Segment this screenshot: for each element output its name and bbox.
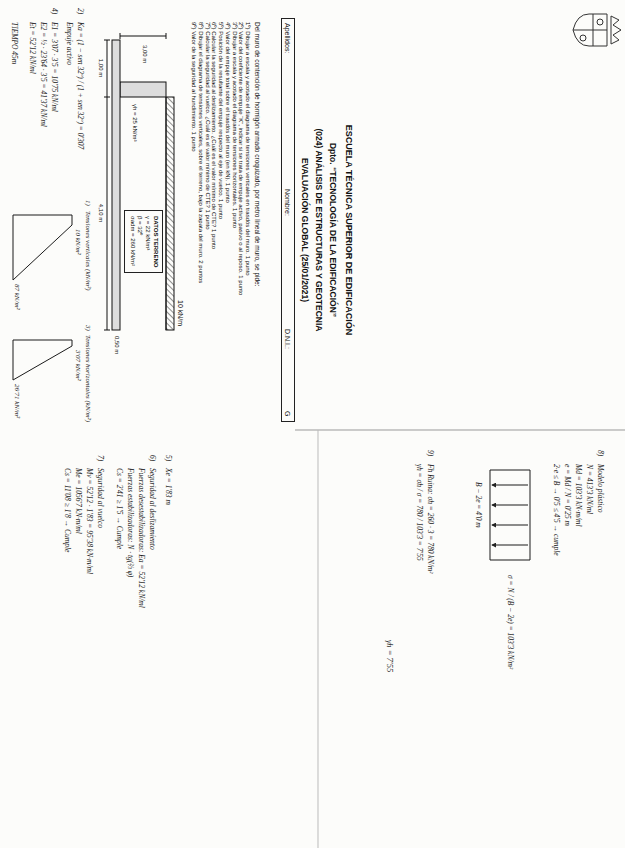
handwritten-note: Seguridad al deslizamiento	[148, 468, 157, 550]
printed-text: 4,10 m	[97, 204, 104, 222]
handwritten-note: σ = N / (B − 2e) = 103'3 kN/m²	[506, 575, 515, 669]
handwritten-note: Cs = 2'41 ≥ 1'5 → Cumple	[115, 468, 124, 549]
printed-text: 1,00 m	[97, 59, 104, 77]
school-crest	[573, 14, 621, 46]
handwritten-note: 6)	[148, 455, 157, 461]
handwritten-note: 8)	[596, 450, 605, 456]
handwritten-note: Tensiones verticales (kN/m²)	[84, 211, 92, 291]
field-label: Apellidos:	[283, 23, 292, 53]
handwritten-note: Mv = 52'12 · 1'83 = 95'38 kN·m/ml	[85, 468, 94, 574]
printed-text: 9º) Valor de la seguridad al hundimiento…	[190, 22, 197, 152]
printed-text: (024) ANÁLISIS DE ESTRUCTURAS Y GEOTECNI…	[314, 129, 324, 332]
printed-text: 4º) Valor del empuje total sobre el tras…	[224, 22, 231, 203]
handwritten-note: Tensiones horizontales (kN/m²)	[84, 335, 92, 422]
handwritten-note: 5)	[164, 455, 173, 461]
handwritten-note: Ka = (1 − sen 32º) / (1 + sen 32º) = 0'3…	[76, 22, 85, 149]
name-field-box: Apellidos: Nombre: D.N.I.: G	[281, 18, 295, 422]
printed-text: 7º) Calcular la seguridad al vuelco. ¿Cu…	[204, 22, 211, 230]
handwritten-note: γh = σh / σ = 780 / 103'3 = 7'55	[415, 464, 424, 561]
printed-text: Del muro de contención de hormigón armad…	[253, 22, 261, 286]
soil-pressure-block	[490, 470, 530, 560]
printed-text: 10 kN/m	[176, 300, 184, 326]
fold-line	[318, 430, 319, 848]
handwritten-note: 2)	[76, 8, 85, 14]
handwritten-note: Xe = 1'83 m	[164, 468, 173, 505]
field-label: D.N.I.:	[283, 329, 292, 349]
printed-text: 6º) Calcular la seguridad al deslizamien…	[210, 22, 217, 249]
handwritten-note: 3'07 kN/m²	[74, 350, 82, 381]
handwritten-note: Et = 52'12 kN/ml	[28, 22, 37, 74]
handwritten-note: γh = 7'55	[385, 640, 395, 672]
handwritten-note: Modelo plástico	[596, 464, 605, 513]
handwritten-note: 3)	[84, 325, 92, 331]
handwritten-note: Md = 103'3 kN·m/ml	[574, 464, 583, 527]
handwritten-note: 26'71 kN/m²	[13, 384, 21, 418]
handwritten-note: 2·e ≤ B → 0'5 ≤ 4'5 → cumple	[552, 464, 561, 556]
handwritten-note: Fh Ruina: σh = 260 · 3 = 780 kN/m²	[426, 464, 435, 573]
printed-text: 8º) Dibujar el diagrama de tensiones ver…	[197, 22, 204, 283]
handwritten-note: Me = 1056'7 kN·m/ml	[74, 468, 83, 534]
printed-text: 2º) Valor del coeficiente de empuje “K”,…	[237, 22, 244, 295]
printed-text: 3º) Dibujar a escala y acotado el diagra…	[230, 22, 237, 228]
fold-line	[295, 430, 625, 431]
handwritten-note: 10 kN/m²	[74, 229, 82, 255]
stress-diagrams	[13, 215, 72, 380]
handwritten-note: E1 = 3'07 · 3'5 = 10'75 kN/ml	[50, 22, 59, 112]
handwritten-note: E2 = ½ · 23'64 · 3'5 = 41'37 kN/ml	[39, 22, 48, 127]
printed-text: 3,00 m	[141, 45, 148, 63]
handwritten-note: Cs = 11'08 ≥ 1'8 → Cumple	[63, 468, 72, 552]
soil-data-box: DATOS TERRENOγ = 22 kN/m³β = 32ºσadm = 2…	[124, 210, 163, 273]
printed-text: 5º) Posición de la resultante del empuje…	[217, 22, 224, 219]
handwritten-note: 7)	[96, 455, 105, 461]
handwritten-note: 1)	[84, 200, 92, 206]
field-label: σadm = 260 kN/m²	[128, 216, 136, 267]
handwritten-note: N = 413'3 kN/ml	[585, 464, 594, 514]
retaining-wall-sketch	[104, 33, 174, 330]
exam-title: ESCUELA TÉCNICA SUPERIOR DE EDIFICACIÓN	[343, 125, 354, 335]
handwritten-note: 4)	[50, 8, 59, 14]
handwritten-note: 9)	[426, 450, 435, 456]
printed-text: Dpto. “TECNOLOGÍA DE LA EDIFICACIÓN”	[328, 143, 338, 317]
printed-text: γh = 25 kN/m³	[131, 104, 138, 142]
handwritten-note: Empuje activo	[65, 22, 74, 65]
handwritten-note: Fuerzas estabilizadoras: N · tg(⅔ φ)	[126, 468, 135, 577]
handwritten-note: B − 2e = 4'0 m	[474, 482, 483, 528]
handwritten-note: 87 kN/m²	[13, 284, 21, 310]
handwritten-note: Seguridad al vuelco	[96, 468, 105, 528]
handwritten-note: e = Md / N = 0'25 m	[563, 464, 572, 526]
handwritten-note: TIEMPO 45m	[10, 22, 19, 64]
handwritten-note: Fuerzas desestabilizadoras: Ea = 52'12 k…	[137, 468, 146, 608]
field-label: γ = 22 kN/m³	[143, 216, 151, 267]
field-label: β = 32º	[136, 216, 144, 267]
printed-text: 1º) Dibujar a escala y acotado el diagra…	[244, 22, 251, 276]
field-label: G	[283, 411, 292, 416]
field-label: Nombre:	[283, 189, 292, 216]
field-label: DATOS TERRENO	[151, 216, 159, 267]
printed-text: 0,50 m	[113, 336, 120, 354]
printed-text: EVALUACIÓN GLOBAL (25/01/2021)	[300, 158, 310, 302]
